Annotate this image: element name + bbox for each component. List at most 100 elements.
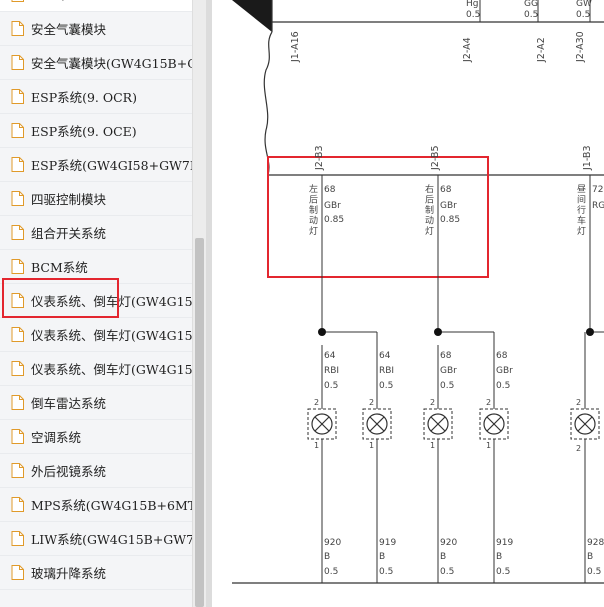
ground-wire-color: B (496, 552, 502, 562)
document-icon (11, 497, 24, 512)
output-name-char: 制 (425, 204, 434, 216)
output-name-char: 动 (425, 216, 434, 227)
output-wire-num: 68 (324, 185, 336, 195)
ground-wire-size: 0.5 (587, 567, 601, 577)
document-icon (11, 395, 24, 410)
tree-item-label: LIW系统(GW4G15B+GW7D (31, 532, 192, 547)
tree-item[interactable]: ESP系统(GW4GI58+GW7DC (0, 148, 192, 182)
tree-item-label: 仪表系统、倒车灯(GW4G15 (31, 294, 192, 309)
lamp-pin: 1 (486, 441, 491, 450)
diagram-frame (232, 0, 604, 584)
tree-item[interactable]: 组合开关系统 (0, 216, 192, 250)
tree-item[interactable]: 四驱控制模块 (0, 182, 192, 216)
lamp-wire-num: 64 (379, 351, 391, 361)
ground-wire-color: B (440, 552, 446, 562)
tree-item-label: 安全气囊模块 (31, 22, 107, 37)
document-icon (11, 225, 24, 240)
document-icon (11, 327, 24, 342)
document-icon (11, 191, 24, 206)
ground-wire-num: 919 (496, 538, 513, 548)
output-name-char: 灯 (309, 226, 318, 237)
lamp-pin: 1 (369, 441, 374, 450)
document-icon (11, 429, 24, 444)
pane-divider[interactable] (206, 0, 212, 607)
tree-item-label: 仪表系统、倒车灯(GW4G15 (31, 328, 192, 343)
ground-wire-size: 0.5 (496, 567, 510, 577)
wires-layer (321, 0, 604, 583)
junction-dot (434, 328, 442, 336)
lamp-wire-num: 64 (324, 351, 336, 361)
tree-item[interactable]: 安全气囊模块 (0, 12, 192, 46)
top-wire-color: GG (524, 0, 538, 9)
output-name-char: 昼 (577, 184, 586, 195)
lamp-wire-size: 0.5 (440, 381, 454, 391)
scrollbar-thumb[interactable] (195, 238, 204, 607)
document-icon (11, 55, 24, 70)
lamp-symbol (423, 408, 453, 440)
tree-item[interactable]: TCU(GW4G15B+GW7DCT1- (0, 0, 192, 12)
output-wire-color: GBr (440, 201, 457, 211)
document-icon (11, 123, 24, 138)
output-name-char: 车 (577, 215, 586, 227)
tree-item-label: TCU(GW4G15B+GW7DCT1- (31, 0, 192, 2)
output-name-char: 右 (425, 183, 434, 195)
document-icon (11, 259, 24, 274)
document-tree: TCU(GW4G15B+GW7DCT1- 安全气囊模块安全气囊模块(GW4G15B… (0, 0, 192, 590)
tree-item-label: 仪表系统、倒车灯(GW4G15 (31, 362, 192, 377)
ground-wire-size: 0.5 (440, 567, 454, 577)
ground-wire-num: 920 (324, 538, 341, 548)
tree-item-label: BCM系统 (31, 260, 88, 275)
tree-item-label: ESP系统(9. OCR) (31, 90, 137, 105)
output-wire-color: GBr (324, 201, 341, 211)
connector-label: J2-A30 (575, 31, 586, 63)
tree-item[interactable]: ESP系统(9. OCE) (0, 114, 192, 148)
connector-label: J2-A4 (462, 37, 473, 63)
tree-item[interactable]: LIW系统(GW4G15B+GW7D (0, 522, 192, 556)
tree-item[interactable]: 空调系统 (0, 420, 192, 454)
connector-label: J1-A16 (290, 31, 301, 63)
lamp-wire-color: RBI (379, 366, 394, 376)
tree-item-label: 外后视镜系统 (31, 464, 107, 479)
tree-item[interactable]: 仪表系统、倒车灯(GW4G15 (0, 284, 192, 318)
lamp-symbol (479, 408, 509, 440)
lamp-symbol (362, 408, 392, 440)
lamp-wire-size: 0.5 (324, 381, 338, 391)
tree-item-label: ESP系统(9. OCE) (31, 124, 137, 139)
output-wire-color: RGr (592, 201, 604, 211)
tree-item[interactable]: 安全气囊模块(GW4G15B+G (0, 46, 192, 80)
tree-item-label: ESP系统(GW4GI58+GW7DC (31, 158, 192, 173)
junction-dot (586, 328, 594, 336)
lamp-pin: 2 (369, 398, 374, 407)
document-icon (11, 21, 24, 36)
top-wire-color: GW (576, 0, 592, 9)
output-name-char: 间 (577, 194, 586, 206)
output-name-char: 左 (309, 183, 318, 195)
output-name-char: 灯 (425, 226, 434, 237)
connector-label: J1-B3 (582, 146, 593, 172)
connector-label: J2-B3 (314, 146, 325, 172)
document-icon (11, 565, 24, 580)
tree-item-label: 四驱控制模块 (31, 192, 107, 207)
junction-dot (318, 328, 326, 336)
output-wire-size: 0.85 (440, 215, 460, 225)
lamp-wire-size: 0.5 (379, 381, 393, 391)
tree-item[interactable]: 玻璃升降系统 (0, 556, 192, 590)
sidebar-scrollbar[interactable] (192, 0, 206, 607)
ground-wire-color: B (587, 552, 593, 562)
tree-item[interactable]: ESP系统(9. OCR) (0, 80, 192, 114)
tree-item[interactable]: 外后视镜系统 (0, 454, 192, 488)
document-icon (11, 361, 24, 376)
tree-item[interactable]: 仪表系统、倒车灯(GW4G15 (0, 352, 192, 386)
output-wire-size: 0.85 (324, 215, 344, 225)
tree-item[interactable]: 倒车雷达系统 (0, 386, 192, 420)
tree-item[interactable]: 仪表系统、倒车灯(GW4G15 (0, 318, 192, 352)
ground-wire-color: B (379, 552, 385, 562)
lamp-wire-color: GBr (440, 366, 457, 376)
document-icon (11, 89, 24, 104)
tree-item[interactable]: BCM系统 (0, 250, 192, 284)
document-icon (11, 531, 24, 546)
lamp-pin: 2 (486, 398, 491, 407)
tree-item[interactable]: MPS系统(GW4G15B+6MT/6 (0, 488, 192, 522)
lamp-wire-size: 0.5 (496, 381, 510, 391)
